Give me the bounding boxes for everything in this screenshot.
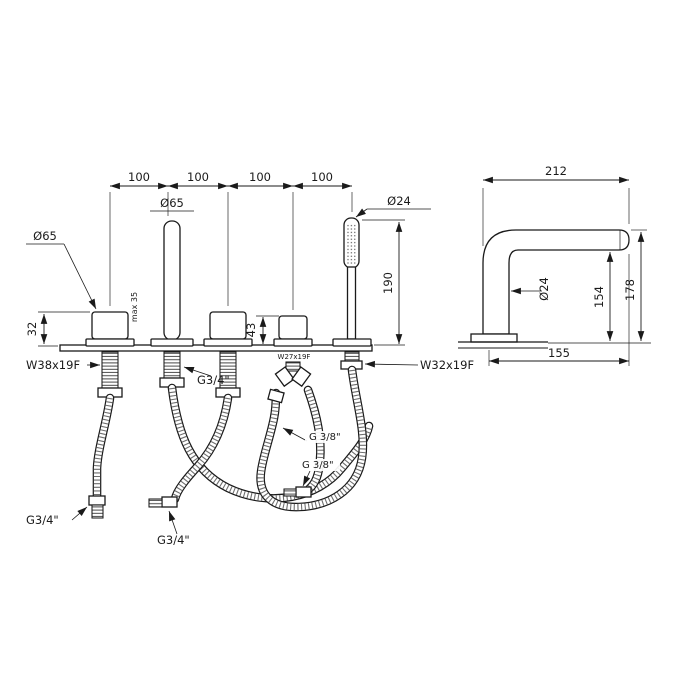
hose-fittings [88, 388, 312, 519]
dim-tube-diameter: Ø24 [537, 277, 551, 301]
dim-shower-length: 190 [381, 272, 395, 294]
hand-shower-grip-texture [346, 223, 357, 265]
label-connection-diverter-hose: G 3/8" [302, 460, 334, 471]
label-thread-handshower: W32x19F [420, 358, 474, 372]
label-mask [298, 459, 340, 471]
front-dimensions [26, 182, 431, 347]
dim-spacing-4: 100 [311, 170, 333, 184]
diverter [273, 315, 313, 347]
label-thread-spout: G3/4" [197, 373, 230, 387]
dim-spacing-1: 100 [128, 170, 150, 184]
dim-overall-length: 212 [545, 164, 567, 178]
side-view: 212 Ø24 154 178 155 [458, 164, 651, 366]
dim-spout-diameter: Ø65 [160, 196, 184, 210]
dim-shower-diameter: Ø24 [387, 194, 411, 208]
hand-shower [332, 217, 372, 347]
right-handle [203, 311, 253, 347]
dim-projection: 155 [548, 346, 570, 360]
dim-spacing-2: 100 [187, 170, 209, 184]
label-thread-left-handle: W38x19F [26, 358, 80, 372]
dim-handle-height: 32 [25, 322, 39, 337]
label-connection-hot: G3/4" [26, 513, 59, 527]
left-handle [85, 311, 135, 347]
spout [150, 220, 194, 347]
spout-base-flange [470, 333, 518, 343]
front-leaders [71, 360, 419, 535]
threaded-tails [97, 351, 363, 398]
label-connection-shower-hose: G 3/8" [309, 432, 341, 443]
dim-diverter-height: 43 [244, 323, 258, 338]
dim-outlet-height: 154 [592, 286, 606, 308]
front-view: 100 100 100 100 Ø65 Ø24 Ø65 32 max 35 43… [25, 170, 474, 547]
spout-profile [482, 229, 630, 335]
dim-handle-diameter: Ø65 [33, 229, 57, 243]
dim-max-deck-thickness: max 35 [130, 292, 139, 322]
dim-total-height: 178 [623, 279, 637, 301]
side-dimensions [482, 176, 651, 366]
label-connection-cold: G3/4" [157, 533, 190, 547]
dim-spacing-3: 100 [249, 170, 271, 184]
label-mask [305, 431, 345, 443]
label-thread-diverter: W27x19F [278, 353, 311, 361]
